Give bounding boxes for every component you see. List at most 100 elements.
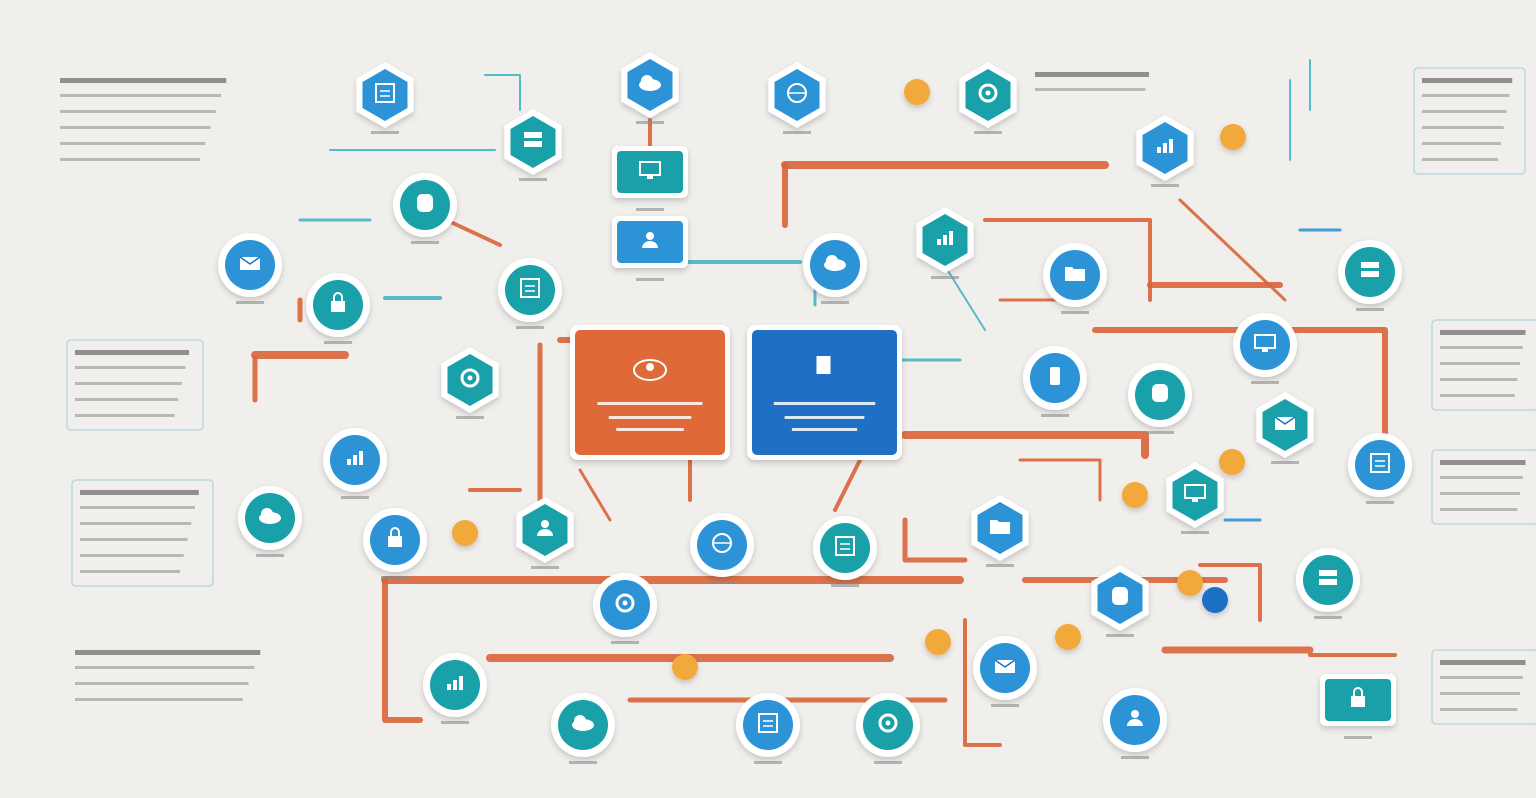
connector-line — [1092, 327, 1388, 458]
hub-blue-node[interactable] — [747, 325, 902, 460]
icon-shape — [239, 256, 261, 265]
icon-shape — [943, 235, 947, 245]
envelope-icon — [994, 659, 1016, 673]
icon-shape — [1192, 499, 1198, 502]
node-n34[interactable] — [423, 653, 487, 724]
icon-shape — [978, 83, 998, 103]
node-n19[interactable] — [1023, 346, 1087, 417]
text-line — [75, 650, 261, 655]
node-n13[interactable] — [803, 233, 867, 304]
text-line — [1422, 142, 1501, 145]
icon-shape — [816, 356, 831, 374]
node-n21[interactable] — [323, 428, 387, 499]
node-caption-line — [236, 301, 264, 304]
monitor-icon — [1254, 334, 1276, 352]
node-body — [743, 700, 793, 750]
database-icon — [417, 194, 433, 212]
node-n15[interactable] — [1043, 243, 1107, 314]
lock-icon — [388, 527, 402, 547]
node-n26[interactable] — [516, 497, 574, 569]
status-dot — [1055, 624, 1081, 650]
icon-shape — [388, 536, 402, 547]
node-n14[interactable] — [916, 207, 974, 279]
envelope-icon — [1274, 416, 1296, 430]
node-n6[interactable] — [959, 62, 1017, 134]
text-panel — [1431, 449, 1536, 525]
node-n23[interactable] — [1348, 433, 1412, 504]
server-icon — [524, 132, 542, 147]
user-icon — [642, 232, 658, 248]
node-n40[interactable] — [1320, 674, 1396, 739]
gear-icon — [615, 593, 635, 613]
icon-shape — [646, 363, 654, 371]
node-caption-line — [456, 416, 484, 419]
node-n9[interactable] — [218, 233, 282, 304]
node-n39[interactable] — [1103, 688, 1167, 759]
globe-icon — [787, 83, 807, 103]
text-line — [75, 366, 186, 369]
connector-line — [983, 218, 1152, 302]
node-n32[interactable] — [1296, 548, 1360, 619]
cloud-icon — [259, 508, 281, 524]
text-line — [75, 382, 182, 385]
node-caption-line — [1146, 431, 1174, 434]
node-n3[interactable] — [621, 52, 679, 124]
text-line — [1440, 362, 1521, 365]
node-caption-line — [256, 554, 284, 557]
text-panel-frame — [1431, 319, 1536, 411]
node-n38[interactable] — [856, 693, 920, 764]
node-n35[interactable] — [973, 636, 1037, 707]
node-n17[interactable] — [1233, 313, 1297, 384]
node-n27[interactable] — [690, 513, 754, 584]
browser-icon — [758, 713, 778, 733]
node-n10[interactable] — [306, 273, 370, 344]
icon-shape — [1319, 579, 1337, 585]
node-n8[interactable] — [393, 173, 457, 244]
hub-orange-node[interactable] — [570, 325, 730, 460]
status-dot — [1202, 587, 1228, 613]
icon-shape — [646, 232, 654, 240]
text-line — [60, 78, 227, 83]
document-icon — [816, 356, 831, 374]
node-caption-line — [611, 641, 639, 644]
node-n25[interactable] — [363, 508, 427, 579]
node-n29[interactable] — [971, 495, 1029, 567]
node-caption-line — [636, 208, 664, 211]
icon-shape — [524, 132, 542, 138]
icon-shape — [417, 194, 433, 212]
node-n5[interactable] — [768, 62, 826, 134]
node-n22[interactable] — [1256, 392, 1314, 464]
icon-shape — [347, 459, 351, 465]
node-n18[interactable] — [441, 347, 499, 419]
status-dot — [672, 654, 698, 680]
node-n30[interactable] — [1166, 462, 1224, 534]
text-panel-layer — [60, 67, 1536, 725]
text-line — [1440, 378, 1518, 381]
node-n1[interactable] — [356, 62, 414, 134]
text-line — [80, 506, 195, 509]
envelope-icon — [239, 256, 261, 270]
node-n11[interactable] — [612, 216, 688, 281]
node-caption-line — [516, 326, 544, 329]
chart-icon — [447, 676, 463, 690]
icon-shape — [1319, 570, 1337, 576]
text-panel — [1035, 72, 1149, 91]
node-n12[interactable] — [498, 258, 562, 329]
node-n31[interactable] — [593, 573, 657, 644]
node-n16[interactable] — [1338, 240, 1402, 311]
node-body — [362, 69, 408, 121]
node-n7[interactable] — [1136, 115, 1194, 187]
node-n20[interactable] — [1128, 363, 1192, 434]
node-caption-line — [783, 131, 811, 134]
node-caption-line — [636, 278, 664, 281]
node-n36[interactable] — [551, 693, 615, 764]
node-n37[interactable] — [736, 693, 800, 764]
connector-line — [963, 618, 1002, 747]
node-n28[interactable] — [813, 516, 877, 587]
node-n2[interactable] — [504, 109, 562, 181]
node-n24[interactable] — [238, 486, 302, 557]
icon-shape — [1127, 719, 1143, 726]
node-n4[interactable] — [612, 146, 688, 211]
node-n33[interactable] — [1091, 565, 1149, 637]
node-caption-line — [1181, 531, 1209, 534]
